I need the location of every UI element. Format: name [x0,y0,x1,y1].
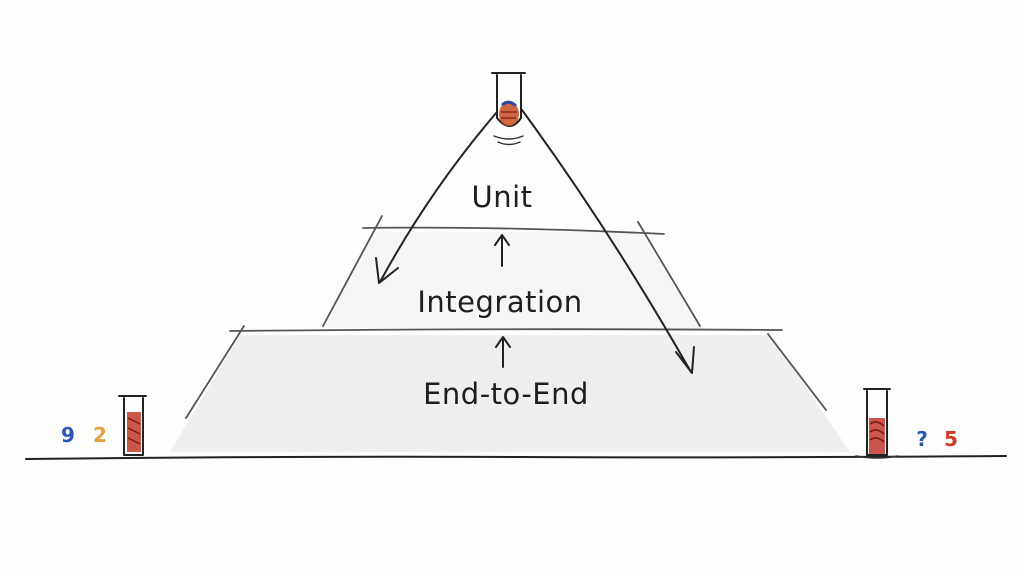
bottom-tier-top-line [229,328,783,332]
right-mark-2: 5 [944,427,958,451]
middle-tier-left-edge [322,215,383,327]
pyramid-base-shading [170,335,850,452]
up-arrow-integration-to-unit [494,234,510,267]
left-mark-2: 2 [93,423,107,447]
up-arrow-e2e-to-integration [495,336,511,368]
left-mark-1: 9 [61,423,75,447]
left-diagonal-arrowhead [375,257,399,284]
right-diagonal-arrow [521,109,692,373]
pyramid-middle-shading [322,232,700,328]
top-test-tube-icon [491,72,526,146]
tier-label-end-to-end: End-to-End [423,377,589,411]
right-test-tube-icon [855,388,899,459]
middle-tier-right-edge [637,221,701,327]
ground-line [25,455,1007,460]
right-mark-1: ? [916,427,928,451]
middle-tier-top-line [362,226,665,235]
bottom-tier-right-edge [767,333,827,411]
bottom-tier-left-edge [185,325,245,419]
right-diagonal-arrowhead [675,346,695,374]
left-test-tube-icon [118,395,147,456]
left-diagonal-arrow [379,111,498,283]
tier-label-integration: Integration [417,285,582,319]
tier-label-unit: Unit [471,180,532,214]
